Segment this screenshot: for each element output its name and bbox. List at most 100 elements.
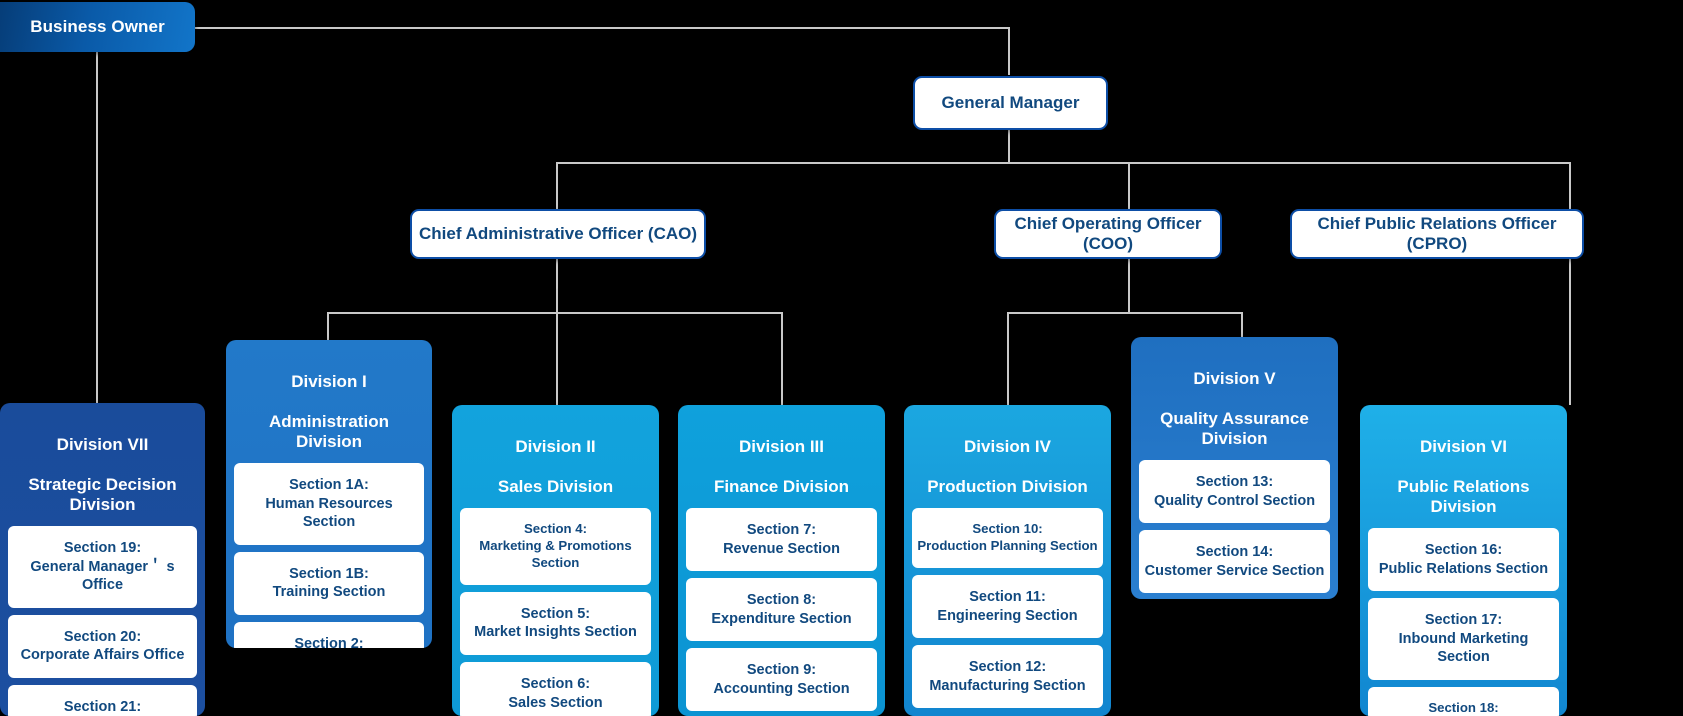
section-21-number: Section 21: [63,698,142,715]
connector-gm-drop [1008,27,1010,75]
section-14-name: Customer Service Section [1144,562,1325,579]
connector-cao-to-division-iii [781,312,783,405]
section-card-12[interactable]: Section 12: Manufacturing Section [912,645,1103,709]
connector-coo-drop [1128,254,1130,313]
division-vii-number: Division VII [56,435,149,455]
section-card-9[interactable]: Section 9: Accounting Section [686,648,877,712]
section-card-13[interactable]: Section 13: Quality Control Section [1139,460,1330,524]
connector-cpro-to-division-vi [1569,254,1571,405]
division-iv-number: Division IV [964,437,1051,457]
section-19-number: Section 19: [63,540,142,557]
division-i-name: Administration Division [269,412,389,452]
division-iii-header: Division III Finance Division [686,405,877,508]
section-20-name: Corporate Affairs Office [20,647,185,664]
connector-bus-to-cpro [1569,162,1571,210]
division-iv-name: Production Division [927,477,1088,497]
division-ii-name: Sales Division [497,477,614,497]
node-chief-administrative-officer[interactable]: Chief Administrative Officer (CAO) [410,209,706,259]
connector-cao-to-division-ii [556,312,558,405]
node-cpro-label: Chief Public Relations Officer (CPRO) [1317,214,1557,253]
section-card-14[interactable]: Section 14: Customer Service Section [1139,530,1330,594]
section-card-18[interactable]: Section 18: Partnership Relations Sectio… [1368,686,1559,716]
section-13-number: Section 13: [1195,474,1274,491]
connector-coo-to-division-v [1241,312,1243,338]
section-7-name: Revenue Section [723,540,840,557]
division-card-division-vi[interactable]: Division VI Public Relations Division Se… [1360,405,1567,716]
connector-bus-to-coo [1128,162,1130,210]
division-vii-name: Strategic Decision Division [28,475,177,515]
node-business-owner[interactable]: Business Owner [0,2,195,52]
connector-officer-bus [556,162,1571,164]
section-card-7[interactable]: Section 7: Revenue Section [686,508,877,572]
node-chief-public-relations-officer[interactable]: Chief Public Relations Officer (CPRO) [1290,209,1584,259]
section-9-number: Section 9: [746,662,817,679]
division-card-division-vii[interactable]: Division VII Strategic Decision Division… [0,403,205,716]
division-card-division-iii[interactable]: Division III Finance Division Section 7:… [678,405,885,716]
section-card-2[interactable]: Section 2: Communications Section [234,621,424,648]
node-general-manager-label: General Manager [941,93,1080,112]
node-coo-label: Chief Operating Officer (COO) [1014,214,1202,253]
division-vi-header: Division VI Public Relations Division [1368,405,1559,528]
connector-cao-bus [327,312,782,314]
section-6-number: Section 6: [520,675,591,692]
division-card-division-i[interactable]: Division I Administration Division Secti… [226,340,432,648]
division-card-division-iv[interactable]: Division IV Production Division Section … [904,405,1111,716]
section-card-1a[interactable]: Section 1A: Human Resources Section [234,463,424,545]
division-i-header: Division I Administration Division [234,340,424,463]
section-5-number: Section 5: [520,605,591,622]
section-card-17[interactable]: Section 17: Inbound Marketing Section [1368,598,1559,680]
section-12-name: Manufacturing Section [929,677,1086,694]
section-card-11[interactable]: Section 11: Engineering Section [912,574,1103,639]
division-vii-header: Division VII Strategic Decision Division [8,403,197,526]
section-card-10[interactable]: Section 10: Production Planning Section [912,508,1103,568]
division-iii-number: Division III [738,437,825,457]
section-1b-number: Section 1B: [289,565,369,582]
section-14-number: Section 14: [1195,544,1274,561]
section-16-number: Section 16: [1424,542,1503,559]
connector-gm-to-bus [1008,126,1010,163]
connector-coo-bus [1007,312,1243,314]
division-i-number: Division I [291,372,367,392]
section-17-number: Section 17: [1424,612,1503,629]
connector-cao-drop [556,254,558,313]
section-4-name: Marketing & Promotions Section [479,538,632,570]
section-card-19[interactable]: Section 19: General Manager＇ s Office [8,526,197,608]
section-11-name: Engineering Section [937,607,1078,624]
section-19-name: General Manager＇ s Office [30,558,175,594]
division-v-number: Division V [1193,369,1276,389]
connector-bus-to-cao [556,162,558,210]
section-2-number: Section 2: [294,635,364,648]
section-card-5[interactable]: Section 5: Market Insights Section [460,591,651,655]
node-chief-operating-officer[interactable]: Chief Operating Officer (COO) [994,209,1222,259]
section-8-number: Section 8: [746,592,817,609]
section-1a-number: Section 1A: [289,477,369,494]
division-ii-number: Division II [515,437,596,457]
division-vi-number: Division VI [1420,437,1507,457]
section-card-8[interactable]: Section 8: Expenditure Section [686,578,877,642]
division-ii-header: Division II Sales Division [460,405,651,508]
division-card-division-v[interactable]: Division V Quality Assurance Division Se… [1131,337,1338,599]
connector-owner-to-gm-horizontal [193,27,1009,29]
section-card-1b[interactable]: Section 1B: Training Section [234,551,424,615]
node-general-manager[interactable]: General Manager [913,76,1108,130]
division-iii-name: Finance Division [713,477,850,497]
section-7-number: Section 7: [746,522,817,539]
connector-coo-to-division-iv [1007,312,1009,405]
section-9-name: Accounting Section [713,680,850,697]
section-5-name: Market Insights Section [474,624,637,641]
section-card-16[interactable]: Section 16: Public Relations Section [1368,528,1559,592]
section-card-20[interactable]: Section 20: Corporate Affairs Office [8,614,197,678]
division-v-name: Quality Assurance Division [1160,409,1309,449]
division-card-division-ii[interactable]: Division II Sales Division Section 4: Ma… [452,405,659,716]
section-card-4[interactable]: Section 4: Marketing & Promotions Sectio… [460,508,651,585]
section-1b-name: Training Section [272,584,386,601]
section-16-name: Public Relations Section [1378,560,1549,577]
section-13-name: Quality Control Section [1153,492,1316,509]
section-18-number: Section 18: [1428,699,1499,715]
section-card-6[interactable]: Section 6: Sales Section [460,661,651,716]
connector-owner-to-division-vii [96,52,98,404]
division-iv-header: Division IV Production Division [912,405,1103,508]
node-cao-label: Chief Administrative Officer (CAO) [418,224,698,243]
section-card-21[interactable]: Section 21: Business Owner＇ s Office [8,684,197,716]
